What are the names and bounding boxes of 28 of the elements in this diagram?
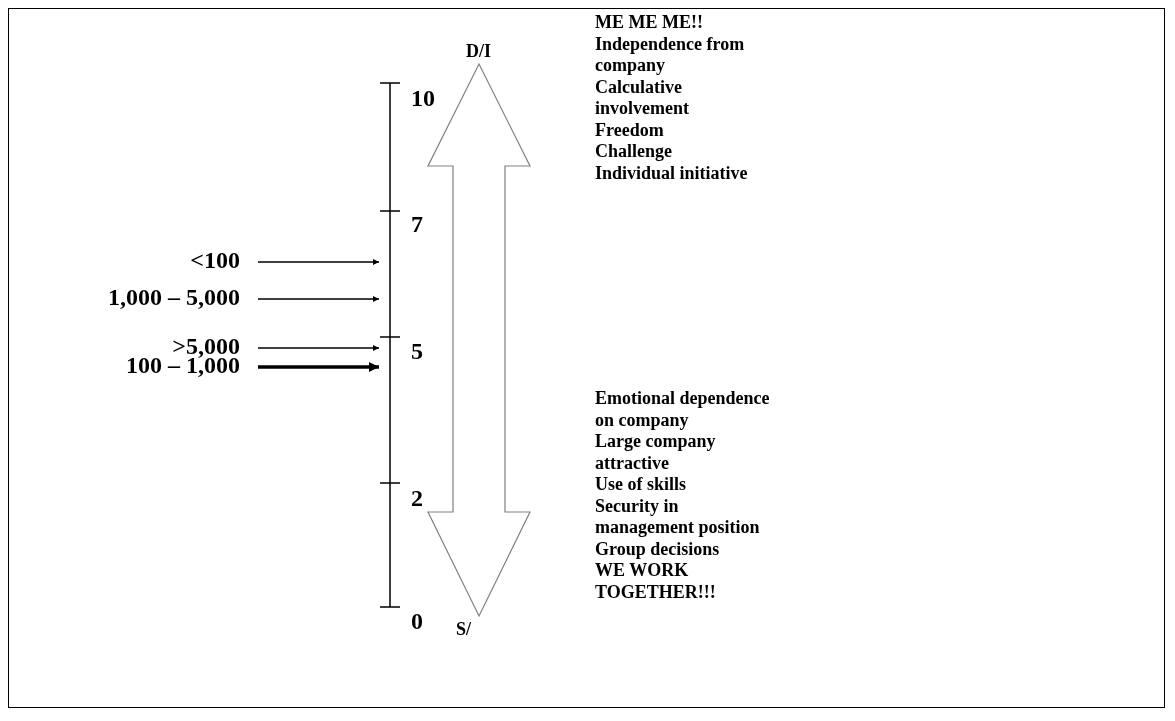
trait-text: Calculative involvement <box>595 76 690 120</box>
trait-text: WE WORK TOGETHER!!! <box>595 560 717 603</box>
scale-axis <box>379 82 401 608</box>
trait-text: Freedom <box>595 119 665 141</box>
scale-number: 7 <box>411 212 423 236</box>
range-label: <100 <box>190 248 240 272</box>
trait-text: Individual initiative <box>595 162 749 184</box>
arrow <box>257 296 380 302</box>
trait-text: Challenge <box>595 141 673 163</box>
trait-text: Group decisions <box>595 538 721 560</box>
scale-number: 10 <box>411 86 435 110</box>
pole-label: S/ <box>456 620 471 638</box>
trait-text: Emotional dependence on company <box>595 388 771 431</box>
scale-number: 5 <box>411 339 423 363</box>
trait-text: Large company attractive <box>595 431 717 474</box>
scale-number: 0 <box>411 609 423 633</box>
pole-label: D/I <box>466 42 491 60</box>
double-block-arrow <box>427 62 531 618</box>
trait-text: ME ME ME!! <box>595 12 704 34</box>
range-label: 1,000 – 5,000 <box>108 285 240 309</box>
arrow <box>257 345 380 351</box>
trait-text: Security in management position <box>595 495 761 539</box>
range-label: >5,000 <box>172 334 240 358</box>
arrow <box>258 362 379 372</box>
scale-number: 2 <box>411 486 423 510</box>
trait-text: Independence from company <box>595 33 746 77</box>
arrow <box>257 259 380 265</box>
trait-text: Use of skills <box>595 474 687 496</box>
